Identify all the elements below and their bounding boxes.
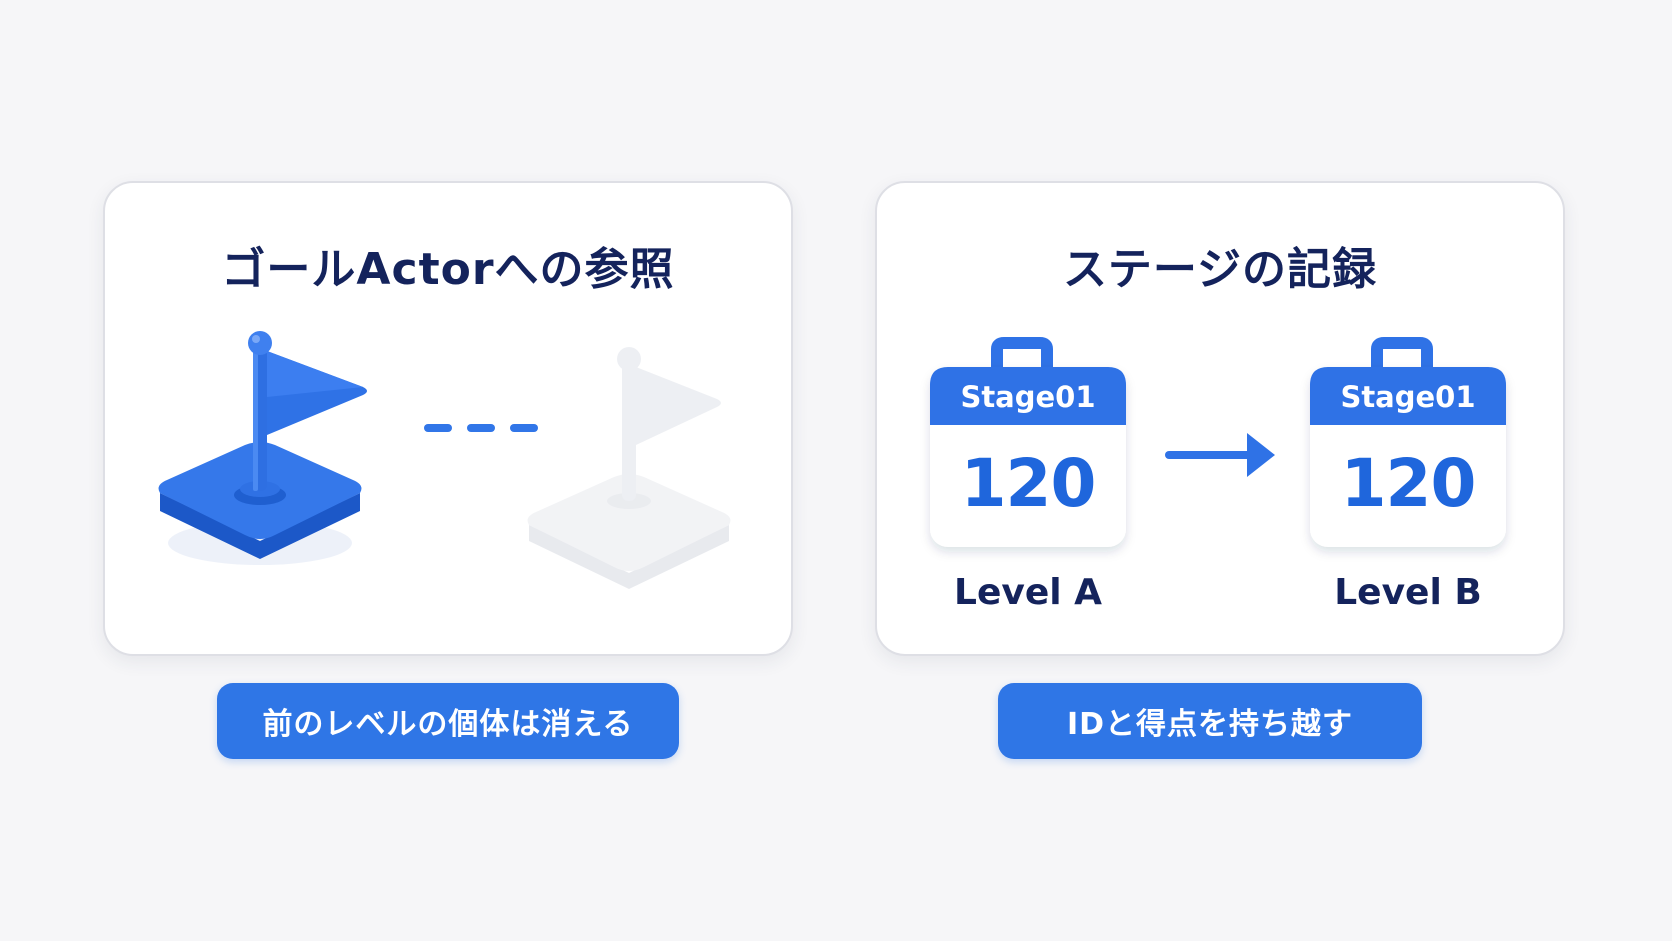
flag-icon — [158, 331, 367, 565]
flag-faded-icon — [527, 347, 731, 589]
stage-record-panel: ステージの記録 Stage01 120 Level A Stage01 12 — [875, 181, 1565, 656]
arrow-right-icon — [1165, 433, 1275, 477]
panel-title: ゴールActorへの参照 — [221, 244, 675, 295]
caption-previous-instance-disappears: 前のレベルの個体は消える — [217, 683, 679, 759]
goal-reference-illustration — [158, 331, 731, 589]
dashed-line — [424, 424, 538, 432]
goal-reference-panel: ゴールActorへの参照 — [103, 181, 793, 656]
caption-carry-over-id-score: IDと得点を持ち越す — [998, 683, 1422, 759]
stage-badge: Stage01 — [960, 380, 1096, 414]
panel-title: ステージの記録 — [1062, 244, 1378, 295]
score-value: 120 — [1340, 445, 1477, 522]
stage-record-illustration — [930, 337, 1506, 547]
stage-card-icon — [930, 337, 1126, 547]
stage-badge: Stage01 — [1340, 380, 1476, 414]
level-label: Level B — [1334, 572, 1482, 613]
score-value: 120 — [960, 445, 1097, 522]
level-label: Level A — [954, 572, 1102, 613]
stage-card-icon — [1310, 337, 1506, 547]
